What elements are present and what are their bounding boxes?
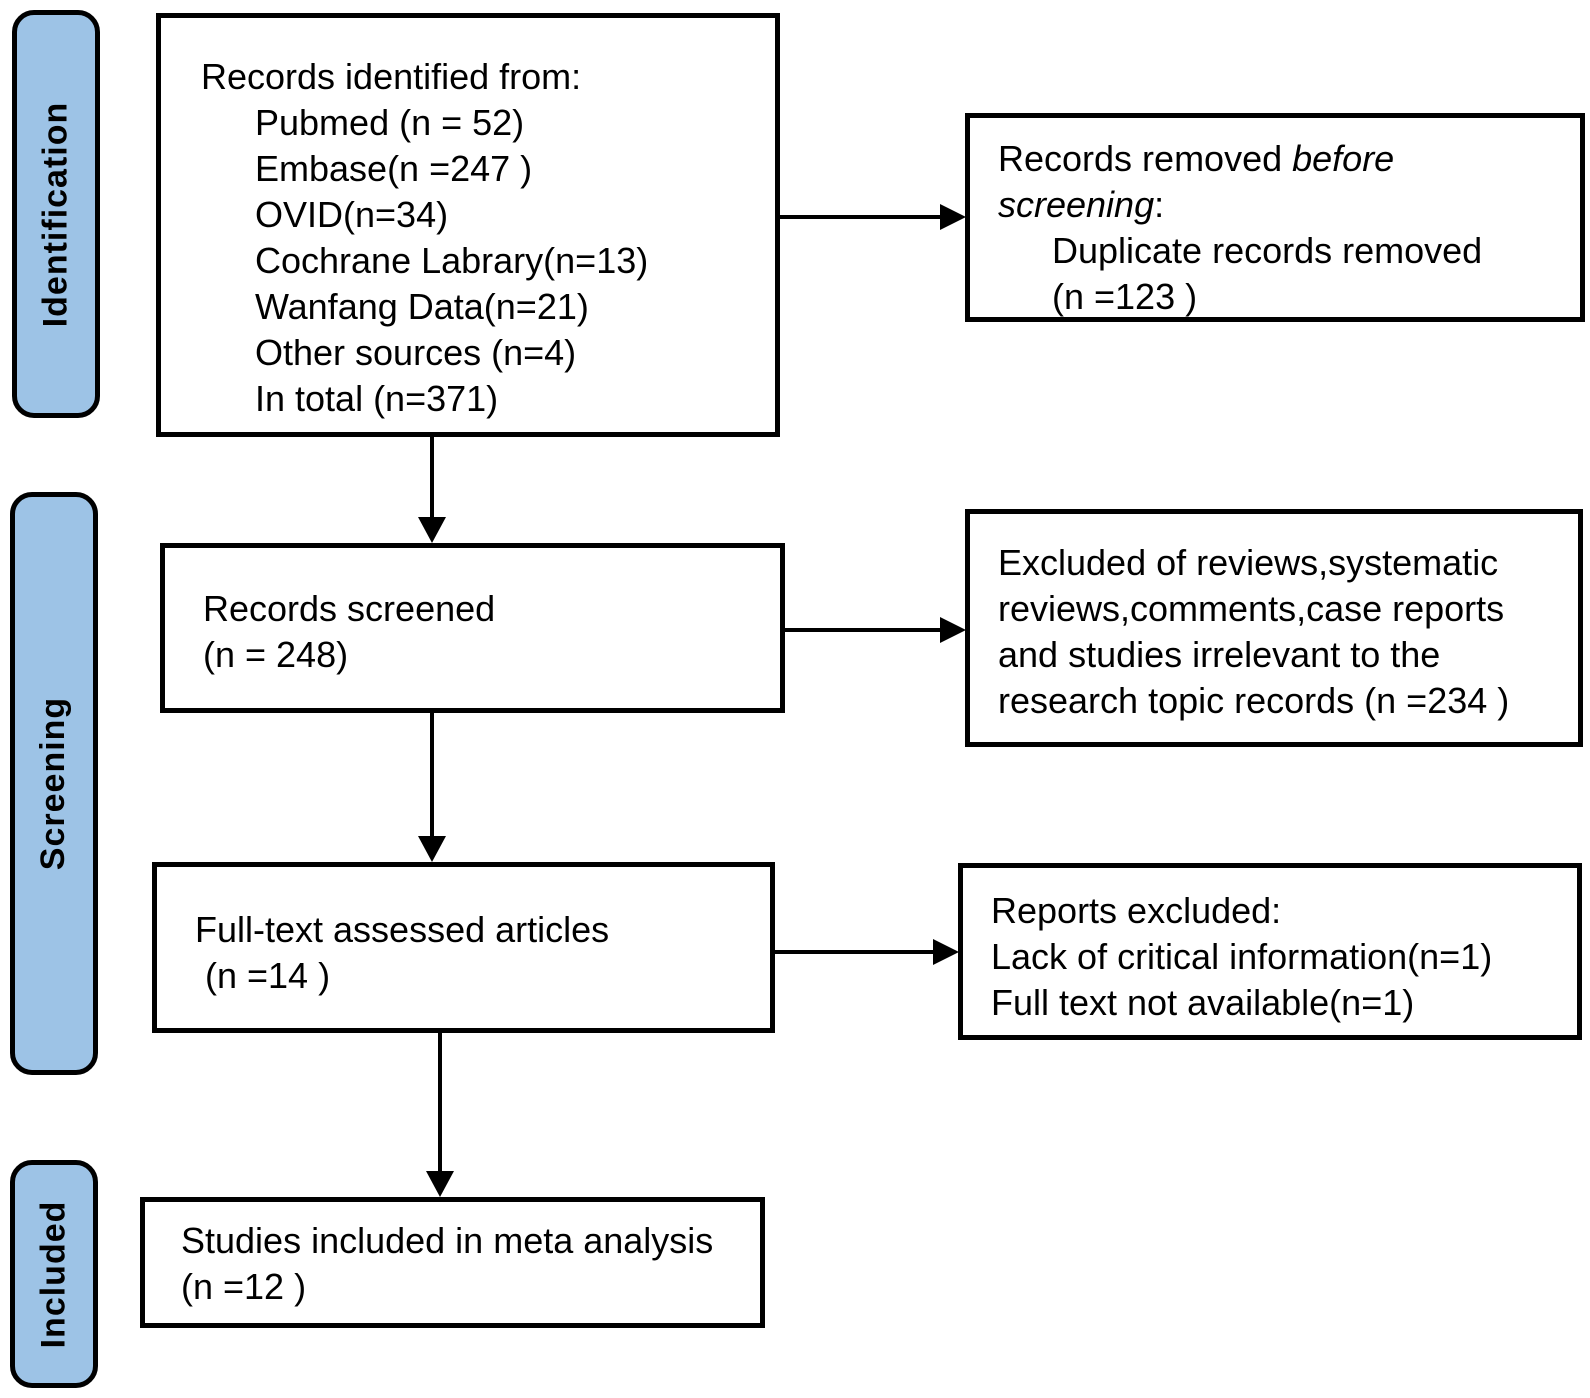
records-removed-line2: screening: <box>998 184 1165 225</box>
reports-excluded-reason-2: Full text not available(n=1) <box>991 982 1415 1023</box>
fulltext-line: Full-text assessed articles <box>195 909 610 950</box>
fulltext-count: (n =14 ) <box>195 955 331 996</box>
records-screened-count: (n = 248) <box>203 634 349 675</box>
box-studies-included: Studies included in meta analysis (n =12… <box>140 1197 765 1328</box>
stage-band-identification: Identification <box>12 10 100 418</box>
excluded-line-2: reviews,comments,case reports <box>998 588 1505 629</box>
arrow-identified-to-removed-shaft <box>780 215 940 219</box>
source-ovid: OVID(n=34) <box>255 194 449 235</box>
studies-included-line: Studies included in meta analysis <box>181 1220 714 1261</box>
arrow-identified-to-screened-head <box>418 517 446 543</box>
arrow-identified-to-screened-shaft <box>430 437 434 519</box>
records-identified-title: Records identified from: <box>201 56 582 97</box>
arrow-fulltext-to-included-head <box>426 1171 454 1197</box>
excluded-line-1: Excluded of reviews,systematic <box>998 542 1499 583</box>
stage-label-included: Included <box>34 1200 73 1348</box>
records-screened-line: Records screened <box>203 588 496 629</box>
box-records-removed: Records removed before screening: Duplic… <box>965 113 1585 322</box>
arrow-screened-to-excluded-head <box>940 617 966 643</box>
source-pubmed: Pubmed (n = 52) <box>255 102 525 143</box>
box-reports-excluded: Reports excluded: Lack of critical infor… <box>958 863 1582 1040</box>
arrow-screened-to-excluded-shaft <box>785 628 940 632</box>
stage-label-screening: Screening <box>34 696 73 871</box>
source-embase: Embase(n =247 ) <box>255 148 533 189</box>
source-wanfang: Wanfang Data(n=21) <box>255 286 589 327</box>
source-cochrane: Cochrane Labrary(n=13) <box>255 240 649 281</box>
excluded-line-4: research topic records (n =234 ) <box>998 680 1510 721</box>
arrow-screened-to-fulltext-head <box>418 836 446 862</box>
stage-band-screening: Screening <box>10 492 98 1075</box>
box-records-screened: Records screened (n = 248) <box>160 543 785 713</box>
duplicates-removed-line: Duplicate records removed <box>1052 230 1483 271</box>
arrow-fulltext-to-reports-shaft <box>775 950 933 954</box>
arrow-fulltext-to-included-shaft <box>438 1033 442 1173</box>
box-fulltext-assessed: Full-text assessed articles (n =14 ) <box>152 862 775 1033</box>
source-other: Other sources (n=4) <box>255 332 577 373</box>
stage-label-identification: Identification <box>36 101 75 327</box>
duplicates-removed-count: (n =123 ) <box>1052 276 1198 317</box>
arrow-screened-to-fulltext-shaft <box>430 713 434 838</box>
arrow-fulltext-to-reports-head <box>933 939 959 965</box>
studies-included-count: (n =12 ) <box>181 1266 307 1307</box>
stage-band-included: Included <box>10 1160 98 1388</box>
reports-excluded-title: Reports excluded: <box>991 890 1282 931</box>
arrow-identified-to-removed-head <box>940 204 966 230</box>
box-excluded-screening: Excluded of reviews,systematic reviews,c… <box>965 509 1583 747</box>
reports-excluded-reason-1: Lack of critical information(n=1) <box>991 936 1493 977</box>
source-total: In total (n=371) <box>255 378 499 419</box>
excluded-line-3: and studies irrelevant to the <box>998 634 1441 675</box>
records-removed-line1: Records removed before <box>998 138 1395 179</box>
box-records-identified: Records identified from: Pubmed (n = 52)… <box>156 13 780 437</box>
